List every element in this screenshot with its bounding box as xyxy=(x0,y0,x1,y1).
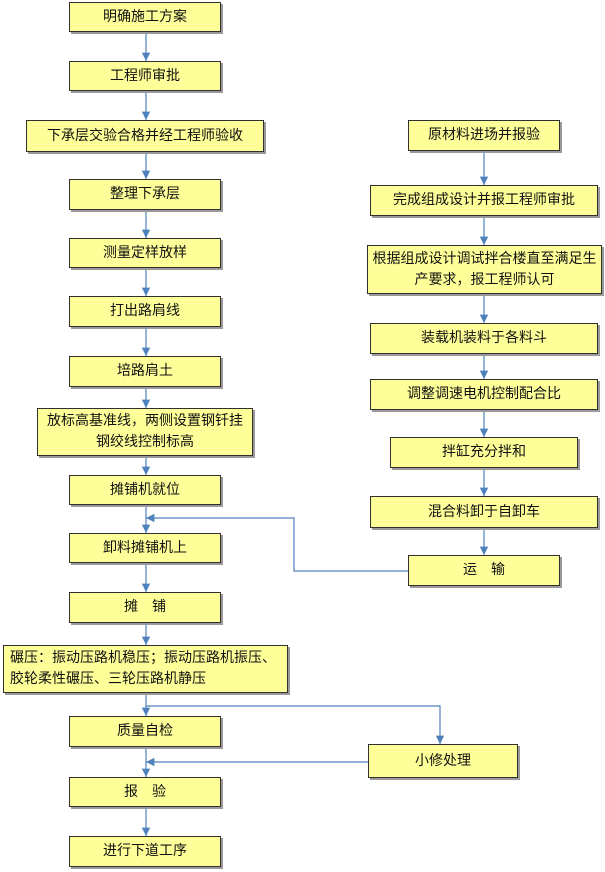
step-raw-material: 原材料进场并报验 xyxy=(408,120,560,151)
step-loader-feeding: 装载机装料于各料斗 xyxy=(370,323,598,354)
step-paving: 摊 铺 xyxy=(69,592,221,623)
step-shoulder-line: 打出路肩线 xyxy=(69,296,221,327)
step-unload-to-paver: 卸料摊铺机上 xyxy=(69,533,221,563)
step-base-acceptance: 下承层交验合格并经工程师验收 xyxy=(26,120,264,152)
step-quality-check: 质量自检 xyxy=(69,716,221,747)
step-mix-design: 完成组成设计并报工程师审批 xyxy=(370,185,598,216)
step-plant-calibration: 根据组成设计调试拌合楼直至满足生产要求，报工程师认可 xyxy=(367,245,602,294)
step-survey-setout: 测量定样放样 xyxy=(69,238,221,268)
step-reference-line: 放标高基准线，两侧设置钢钎挂钢绞线控制标高 xyxy=(37,408,253,456)
arrow-transport-to-paver xyxy=(146,513,408,572)
step-shoulder-soil: 培路肩土 xyxy=(69,356,221,387)
step-load-truck: 混合料卸于自卸车 xyxy=(370,496,598,528)
step-rolling: 碾压：振动压路机稳压；振动压路机振压、 胶轮柔性碾压、三轮压路机静压 xyxy=(3,645,288,693)
step-minor-repair: 小修处理 xyxy=(368,744,518,778)
step-mixing: 拌缸充分拌和 xyxy=(390,437,578,468)
step-engineer-approval: 工程师审批 xyxy=(69,61,221,91)
step-transport: 运 输 xyxy=(408,555,560,586)
step-plan: 明确施工方案 xyxy=(69,2,221,32)
step-inspection: 报 验 xyxy=(69,777,221,807)
step-adjust-ratio: 调整调速电机控制配合比 xyxy=(370,379,598,410)
step-next-process: 进行下道工序 xyxy=(69,836,221,867)
step-prepare-base: 整理下承层 xyxy=(69,179,221,210)
arrow-check-to-repair xyxy=(146,705,445,744)
step-paver-ready: 摊铺机就位 xyxy=(69,475,221,505)
